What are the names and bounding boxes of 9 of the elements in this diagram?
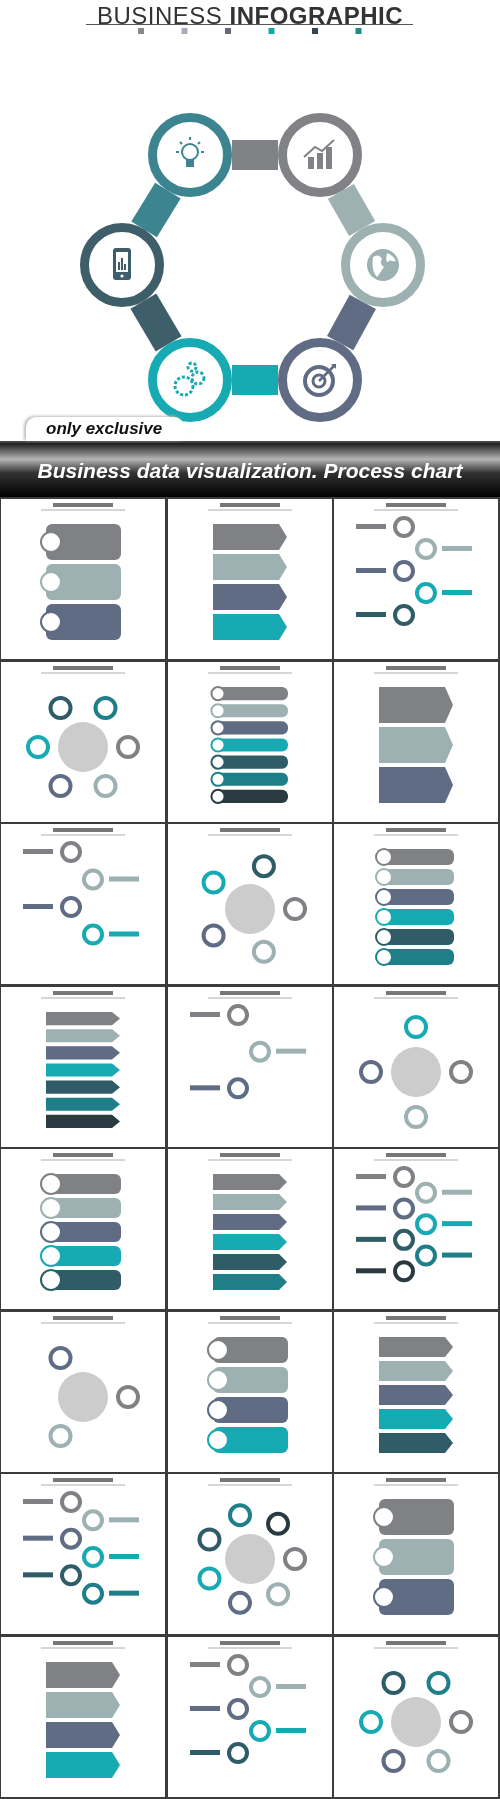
connector-band (232, 365, 278, 395)
connector-band (327, 183, 376, 237)
banner: Business data visualization. Process chart (0, 441, 500, 497)
connector-band (232, 140, 278, 170)
connector-band (131, 182, 181, 238)
page-title: BUSINESS INFOGRAPHIC (95, 2, 404, 30)
tag-label: only exclusive (26, 417, 185, 441)
connector-band (327, 294, 376, 351)
connector-band (130, 293, 182, 352)
